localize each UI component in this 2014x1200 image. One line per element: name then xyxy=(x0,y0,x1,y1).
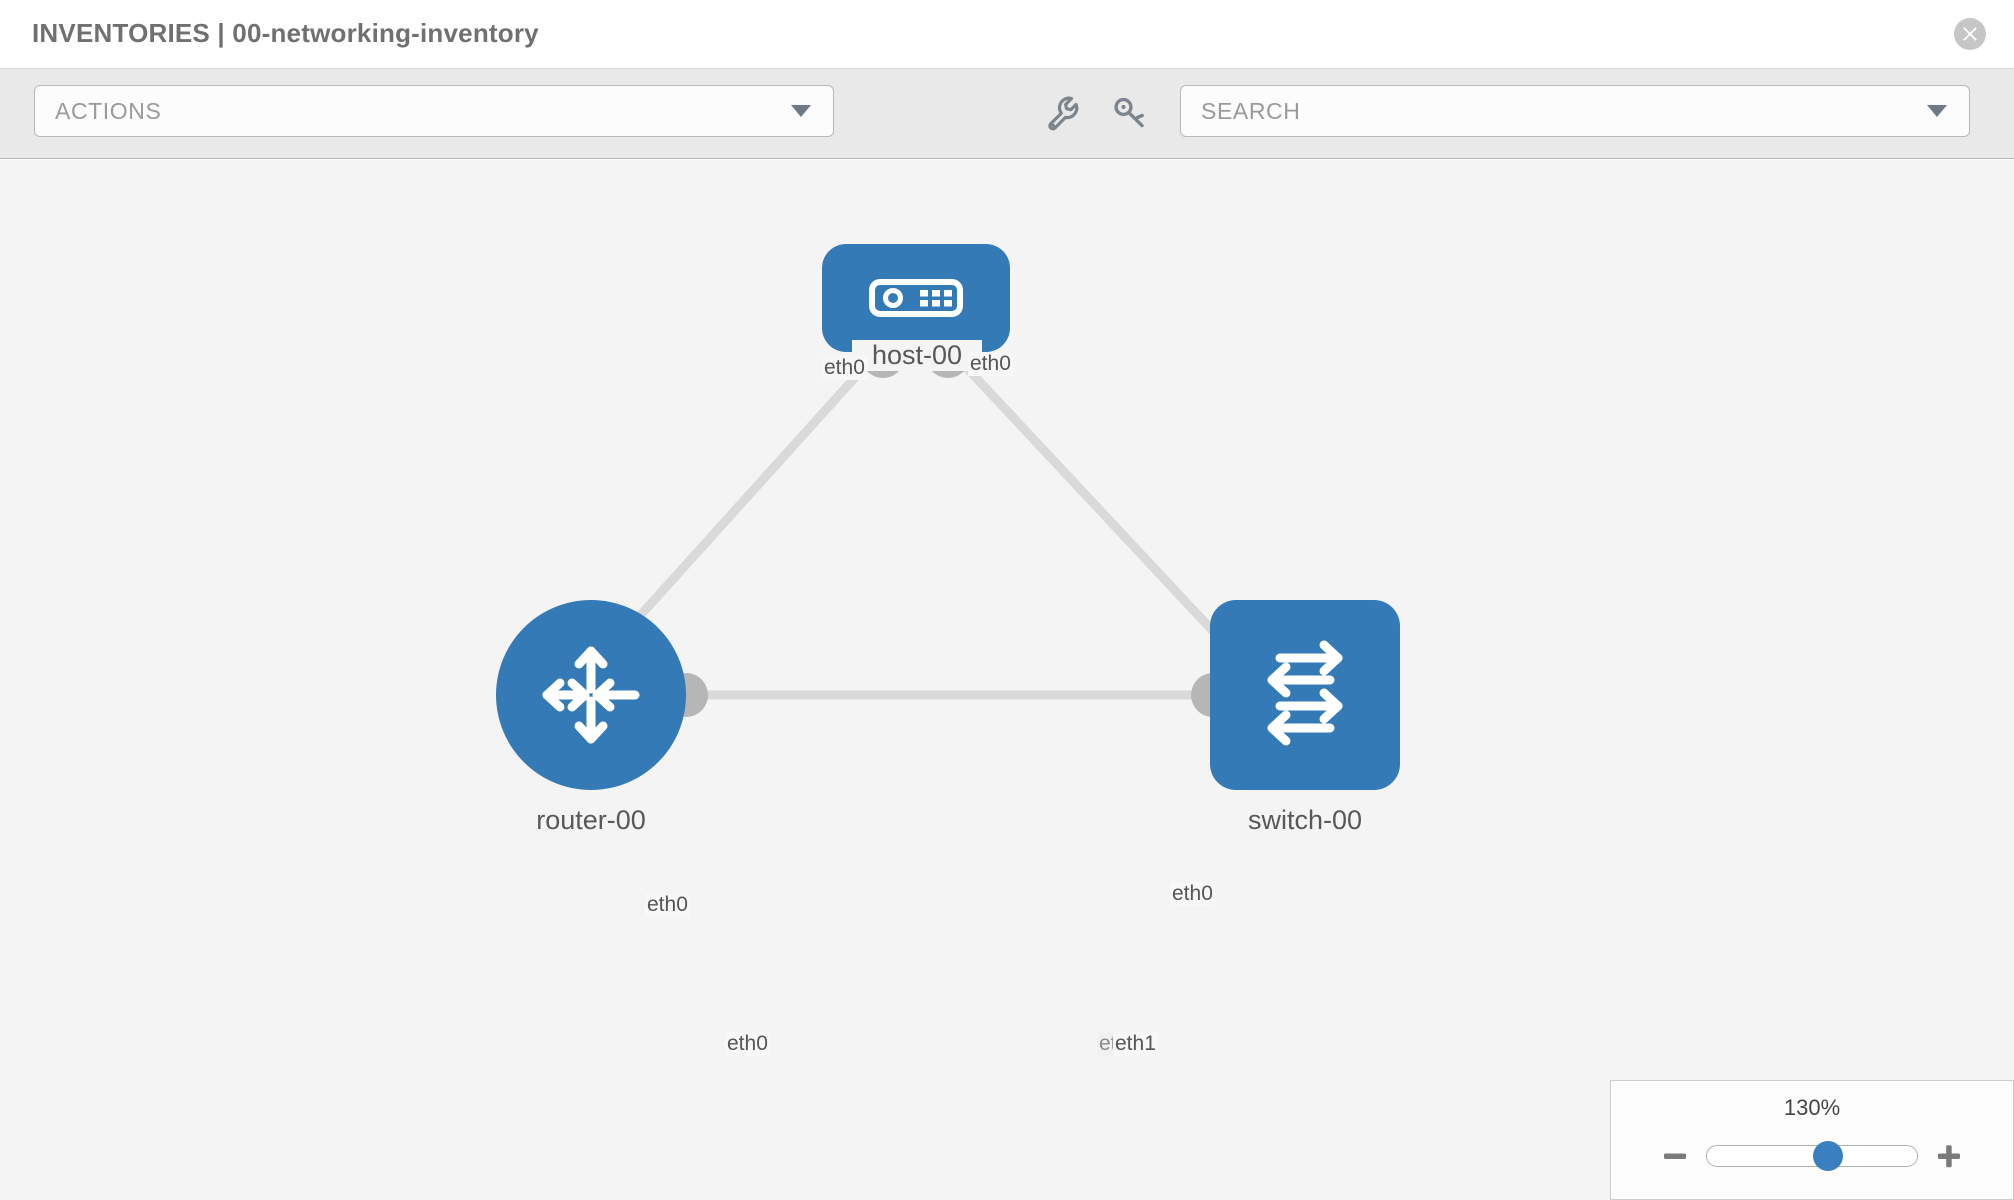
edge-label-router-right: eth0 xyxy=(725,1032,770,1056)
edge-label-switch-upper: eth0 xyxy=(1170,882,1215,906)
zoom-control-row xyxy=(1611,1136,2013,1176)
chevron-down-icon xyxy=(1927,105,1947,117)
node-host-00[interactable] xyxy=(822,244,1010,352)
key-icon[interactable] xyxy=(1108,90,1152,134)
close-icon[interactable] xyxy=(1954,18,1986,50)
router-arrows-icon xyxy=(542,646,640,744)
zoom-slider-track[interactable] xyxy=(1706,1141,1918,1171)
edge-label-switch-left-front: eth1 xyxy=(1113,1032,1158,1056)
router-node-shape[interactable] xyxy=(496,600,686,790)
edge-label-host-right: eth0 xyxy=(968,352,1013,376)
switch-arrows-icon xyxy=(1267,640,1343,746)
search-input[interactable]: SEARCH xyxy=(1180,85,1970,137)
page-title: INVENTORIES | 00-networking-inventory xyxy=(32,18,539,48)
zoom-out-button[interactable] xyxy=(1660,1141,1690,1171)
host-node-shape[interactable] xyxy=(822,244,1010,352)
edge-label-host-left: eth0 xyxy=(822,356,867,380)
actions-dropdown[interactable]: ACTIONS xyxy=(34,85,834,137)
node-label-host-00: host-00 xyxy=(852,340,982,371)
page-header: INVENTORIES | 00-networking-inventory xyxy=(0,0,2014,69)
actions-dropdown-label: ACTIONS xyxy=(55,97,162,124)
chevron-down-icon xyxy=(791,105,811,117)
zoom-control-panel: 130% xyxy=(1610,1080,2014,1200)
search-placeholder: SEARCH xyxy=(1201,97,1301,124)
zoom-in-button[interactable] xyxy=(1934,1141,1964,1171)
switch-node-shape[interactable] xyxy=(1210,600,1400,790)
server-icon xyxy=(869,279,963,317)
wrench-icon[interactable] xyxy=(1040,90,1084,134)
node-label-switch-00: switch-00 xyxy=(1210,805,1400,836)
zoom-slider-handle[interactable] xyxy=(1812,1141,1843,1171)
node-router-00[interactable] xyxy=(496,600,686,790)
minus-icon xyxy=(1664,1153,1686,1159)
topology-canvas[interactable]: host-00 router-00 xyxy=(0,160,2014,1200)
zoom-level-value: 130% xyxy=(1783,1095,1841,1120)
edge-label-router-upper: eth0 xyxy=(645,893,690,917)
node-label-router-00: router-00 xyxy=(496,805,686,836)
plus-icon xyxy=(1938,1145,1960,1168)
node-switch-00[interactable] xyxy=(1210,600,1400,790)
